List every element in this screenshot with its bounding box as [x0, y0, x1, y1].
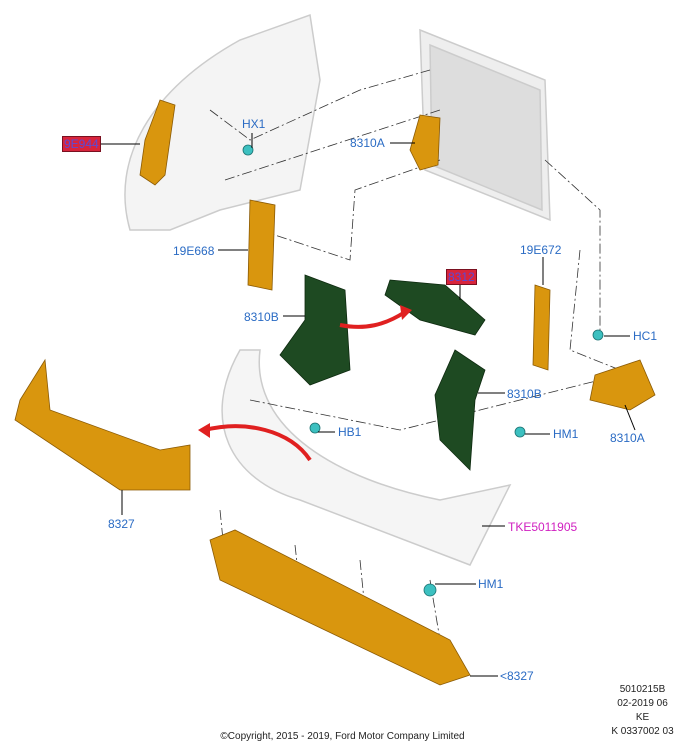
part-8310b-left	[279, 274, 351, 386]
part-8312	[384, 279, 486, 336]
fender-liner	[124, 13, 321, 231]
info-region: KE	[635, 712, 650, 723]
label-hb1[interactable]: HB1	[338, 425, 362, 439]
orange-parts	[14, 99, 656, 686]
copyright: ©Copyright, 2015 - 2019, Ford Motor Comp…	[220, 731, 465, 742]
part-8310a-top	[409, 114, 441, 171]
label-19e672[interactable]: 19E672	[520, 243, 562, 257]
part-19e668	[247, 199, 276, 291]
label-8327-bottom[interactable]: <8327	[500, 669, 534, 683]
label-hx1[interactable]: HX1	[242, 117, 266, 131]
label-8310a-top[interactable]: 8310A	[350, 136, 385, 150]
label-hm1-top[interactable]: HM1	[553, 427, 579, 441]
label-8312[interactable]: 8312	[446, 269, 477, 285]
label-8327[interactable]: 8327	[108, 517, 135, 531]
label-8310b-right[interactable]: 8310B	[507, 387, 542, 401]
part-8310b-right	[434, 349, 486, 471]
bumper-cover	[221, 349, 512, 566]
label-hc1[interactable]: HC1	[633, 329, 658, 343]
fasteners	[242, 144, 604, 597]
info-code: 5010215B	[619, 684, 666, 695]
label-hm1-bottom[interactable]: HM1	[478, 577, 504, 591]
part-19e672	[532, 284, 551, 371]
red-arrows	[204, 310, 407, 462]
part-9e944	[139, 99, 176, 186]
part-8310a-right	[589, 359, 656, 411]
label-8310a-right[interactable]: 8310A	[610, 431, 645, 445]
label-8310b-left[interactable]: 8310B	[244, 310, 279, 324]
diagram-info: 5010215B 02-2019 06 KE K 0337002 03	[600, 683, 685, 739]
part-8327-lower	[209, 529, 471, 686]
label-9e944[interactable]: 9E944	[62, 136, 101, 152]
label-19e668[interactable]: 19E668	[173, 244, 215, 258]
green-parts	[279, 274, 486, 471]
info-ref: K 0337002 03	[611, 726, 674, 737]
info-date: 02-2019 06	[617, 698, 668, 709]
label-tke5011905[interactable]: TKE5011905	[508, 520, 578, 534]
part-8327	[14, 358, 191, 491]
